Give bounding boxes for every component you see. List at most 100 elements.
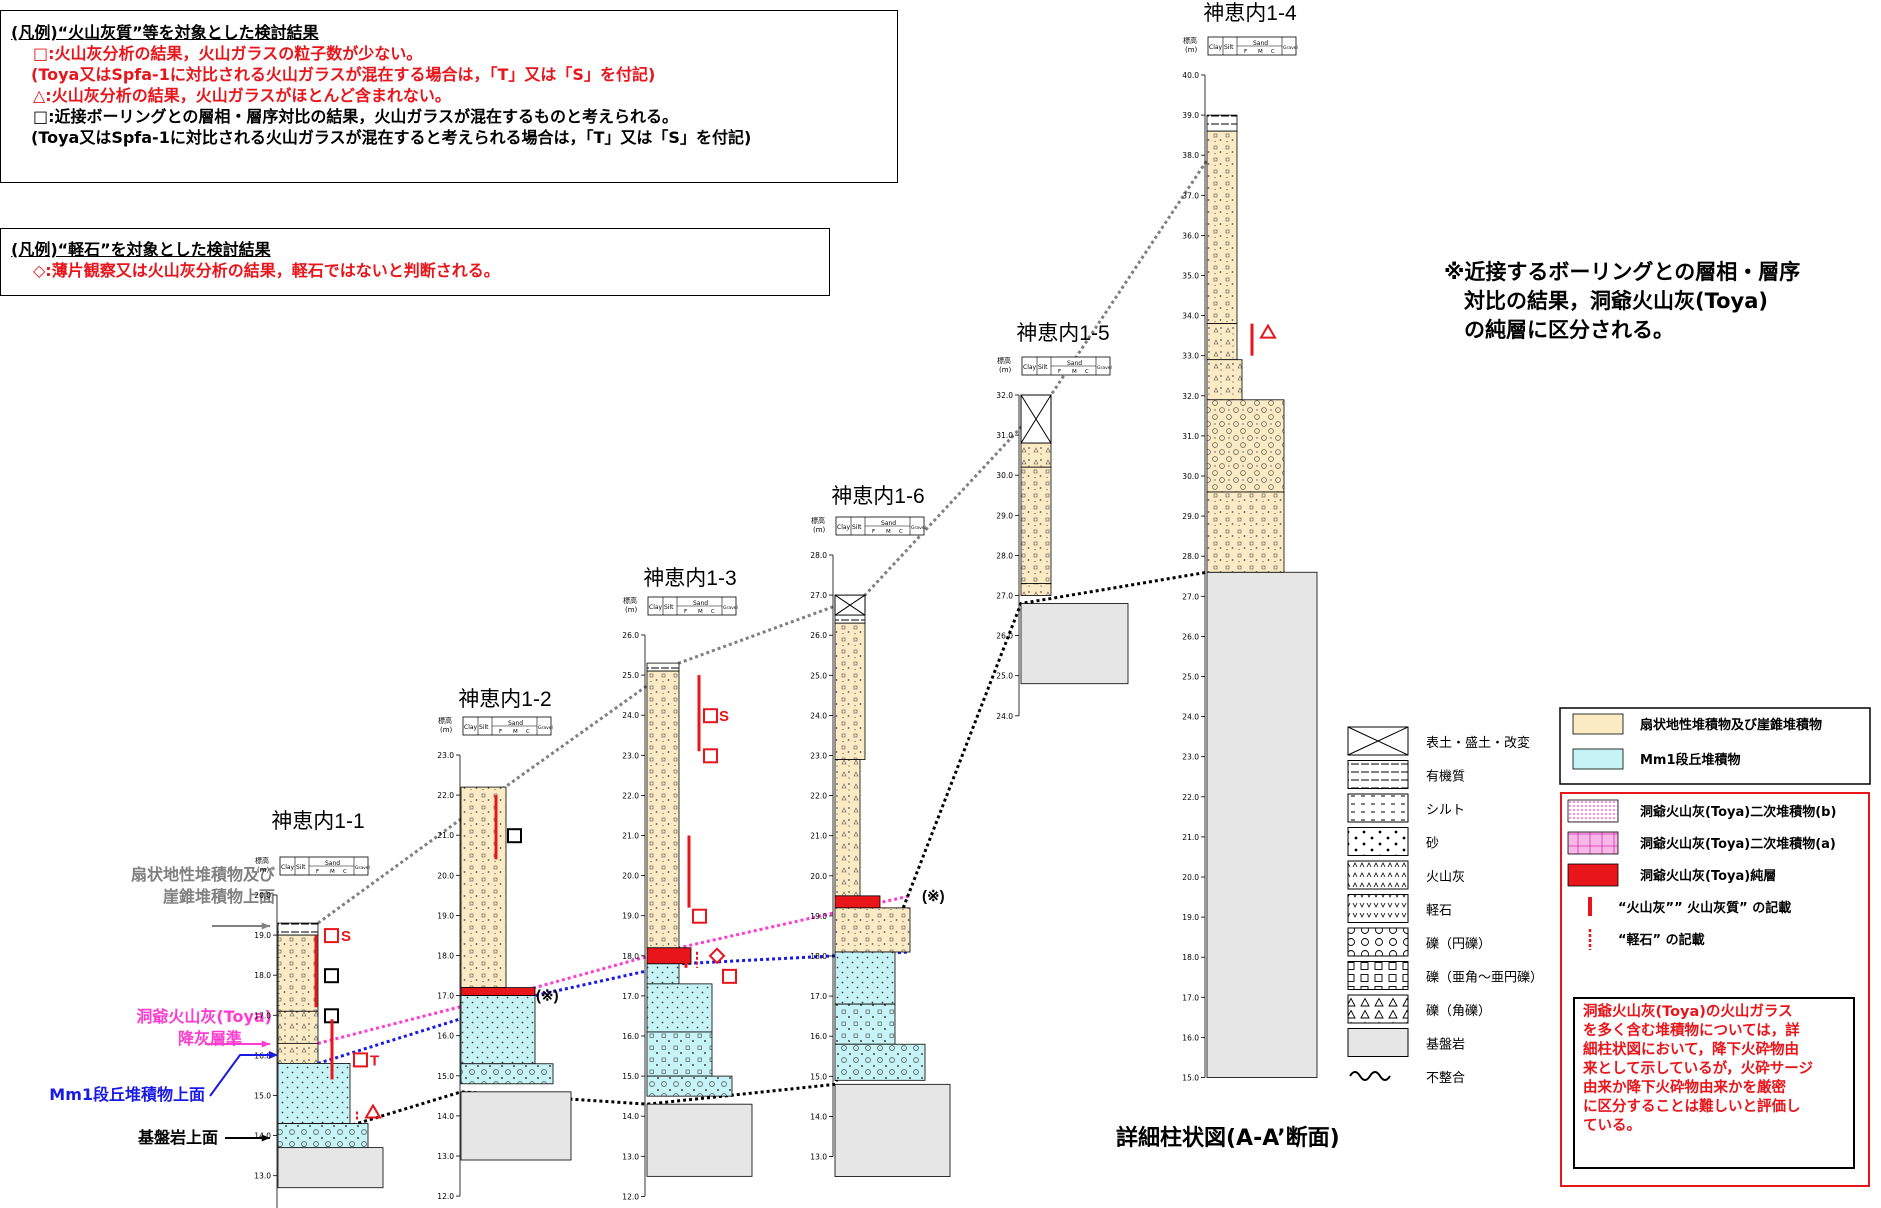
pumice-legend-line: ◇:薄片観察又は火山灰分析の結果，軽石ではないと判断される。: [33, 261, 500, 280]
coarse-label: C: [526, 729, 530, 735]
tick-label: 27.0: [1182, 592, 1199, 601]
tick-label: 13.0: [810, 1153, 827, 1162]
tick-label: 23.0: [437, 751, 454, 760]
ash-legend-line: □:近接ボーリングとの層相・層序対比の結果，火山ガラスが混在するものと考えられる…: [33, 107, 679, 126]
toya-legend-frame: [1560, 792, 1870, 1187]
tick-label: 23.0: [1182, 753, 1199, 762]
medium-label: M: [1258, 49, 1263, 55]
toya-pure-swatch: [1567, 863, 1619, 887]
callout-line: 扇状地性堆積物及び: [130, 865, 275, 884]
bedrock: [1206, 571, 1318, 1078]
clay-label: Clay: [281, 864, 295, 871]
tick-label: 36.0: [1182, 231, 1199, 240]
strata-layer: [646, 1075, 733, 1097]
strata-layer: [646, 983, 713, 1033]
note-line: 洞爺火山灰(Toya)の火山ガラス: [1583, 1004, 1793, 1020]
ref-mark: (※): [922, 888, 945, 905]
lithology-label: 表土・盛土・改変: [1426, 735, 1530, 751]
tick-label: 31.0: [996, 431, 1013, 440]
mm1-top-line: [317, 950, 911, 1065]
s-mark: S: [719, 708, 729, 725]
gravel-label: Gravel: [538, 725, 553, 731]
gravel-label: Gravel: [1097, 365, 1112, 371]
gravel-label: Gravel: [355, 865, 370, 871]
fan-top-line: [317, 114, 1239, 925]
tick-label: 18.0: [622, 952, 639, 961]
lithology-label: 礫（円礫）: [1426, 936, 1491, 952]
strata-layer: [277, 1123, 369, 1149]
strata-layer: [834, 951, 896, 1005]
clay-label: Clay: [837, 524, 851, 531]
strata-layer: [1206, 323, 1238, 361]
elevation-label: 標高: [1183, 36, 1197, 45]
bedrock: [1020, 603, 1129, 685]
coarse-label: C: [1271, 49, 1275, 55]
note-line: ※近接するボーリングとの層相・層序: [1444, 260, 1801, 284]
tick-label: 28.0: [1182, 552, 1199, 561]
ash-legend-line: (Toya又はSpfa-1に対比される火山ガラスが混在すると考えられる場合は，「…: [31, 128, 752, 147]
fill-layer-cross: [1020, 394, 1052, 444]
tick-label: 16.0: [622, 1032, 639, 1041]
strata-layer: [277, 922, 319, 936]
tick-label: 28.0: [996, 551, 1013, 560]
square-mark: [703, 748, 718, 764]
strata-layer: [1206, 130, 1238, 325]
elevation-label: 標高: [997, 356, 1011, 365]
strata-layer: [277, 1042, 319, 1064]
tick-label: 19.0: [810, 912, 827, 921]
tick-label: 22.0: [1182, 793, 1199, 802]
lithology-symbol: [1347, 827, 1409, 856]
tick-label: 28.0: [810, 551, 827, 560]
square-mark: [324, 928, 339, 944]
lithology-label: 有機質: [1426, 770, 1465, 785]
unit-label: (m): [999, 366, 1012, 374]
clay-label: Clay: [1023, 364, 1037, 371]
square-mark: [692, 908, 707, 924]
mm1-top-arrow: [209, 1054, 270, 1097]
strata-layer: [1206, 491, 1285, 573]
tick-label: 39.0: [1182, 111, 1199, 120]
tick-label: 35.0: [1182, 272, 1199, 281]
callout-line: 崖錐堆積物上面: [162, 887, 275, 906]
tick-label: 25.0: [1182, 673, 1199, 682]
square-mark: [703, 708, 718, 724]
tick-label: 20.0: [810, 872, 827, 881]
lithology-label: 砂: [1426, 837, 1439, 852]
near-boring-square: [324, 968, 339, 984]
clay-label: Clay: [1209, 44, 1223, 51]
callout-line: 洞爺火山灰(Toya): [136, 1007, 272, 1026]
clay-label: Clay: [464, 724, 478, 731]
toya-pure-layer: [834, 895, 881, 909]
strata-layer: [646, 1031, 713, 1077]
tick-label: 13.0: [622, 1152, 639, 1161]
coarse-label: C: [899, 529, 903, 535]
tick-label: 21.0: [437, 831, 454, 840]
bedrock-top-callout: 基盤岩上面: [137, 1128, 218, 1147]
ash-legend-line: △:火山灰分析の結果，火山ガラスがほとんど含まれない。: [33, 86, 451, 105]
ash-legend-line: □:火山灰分析の結果，火山ガラスの粒子数が少ない。: [33, 44, 423, 63]
tick-label: 30.0: [996, 471, 1013, 480]
tick-label: 13.0: [437, 1152, 454, 1161]
lithology-label: 礫（亜角～亜円礫）: [1426, 970, 1543, 986]
unit-label: (m): [1185, 46, 1198, 54]
tick-label: 24.0: [996, 712, 1013, 721]
triangle-mark: [364, 1103, 382, 1119]
toya-glass-note: 洞爺火山灰(Toya)の火山ガラス を多く含む堆積物については，詳 細柱状図にお…: [1573, 997, 1855, 1169]
tick-label: 17.0: [1182, 993, 1199, 1002]
tick-label: 38.0: [1182, 151, 1199, 160]
tick-label: 21.0: [810, 832, 827, 841]
silt-label: Silt: [479, 724, 489, 731]
coarse-label: C: [343, 869, 347, 875]
tick-label: 25.0: [810, 671, 827, 680]
lithology-label: 不整合: [1426, 1071, 1465, 1086]
borehole-name: 神恵内1-6: [831, 485, 924, 508]
mm1-top-arrow-head: [269, 1051, 278, 1059]
lithology-label: 礫（角礫）: [1426, 1003, 1491, 1019]
sand-label: Sand: [1067, 360, 1082, 367]
lithology-symbol: [1347, 793, 1409, 823]
elevation-label: 標高: [811, 516, 825, 525]
medium-label: M: [1072, 369, 1077, 375]
